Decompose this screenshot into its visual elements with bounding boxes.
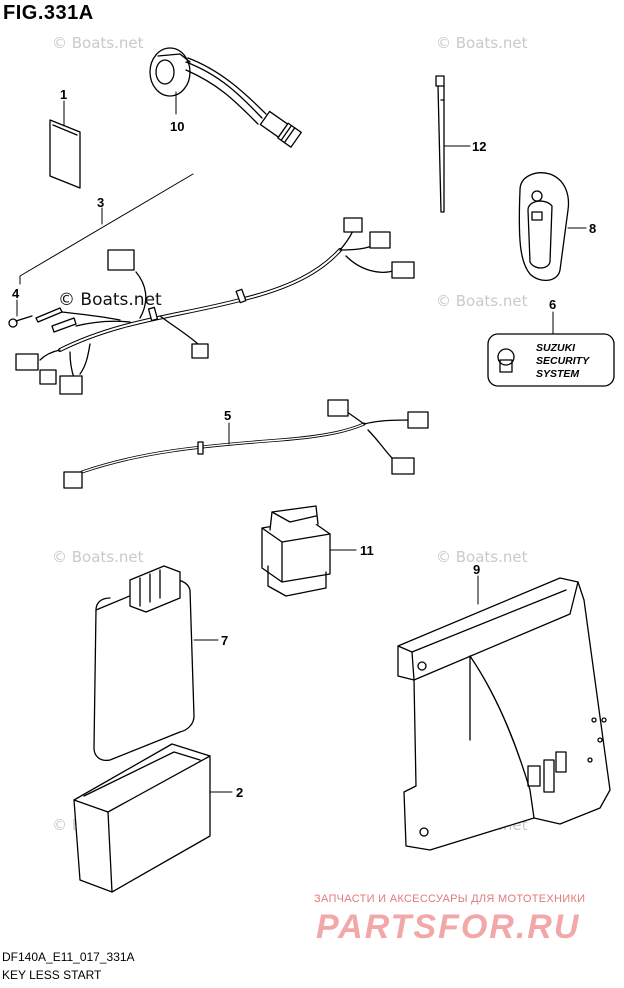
callout-9: 9 [473, 562, 480, 577]
security-badge-line3: SYSTEM [536, 368, 579, 380]
brand-tagline: ЗАПЧАСТИ И АКСЕССУАРЫ ДЛЯ МОТОТЕХНИКИ [314, 893, 586, 905]
callout-3: 3 [97, 195, 104, 210]
security-badge-line1: SUZUKI [536, 342, 576, 354]
security-badge-line2: SECURITY [536, 355, 590, 367]
diagram-name: KEY LESS START [2, 968, 102, 982]
diagram-code: DF140A_E11_017_331A [2, 950, 135, 964]
watermark: © Boats.net [436, 292, 528, 310]
callout-7: 7 [221, 633, 228, 648]
callout-6: 6 [549, 297, 556, 312]
watermark: © Boats.net [52, 548, 144, 566]
part-7-control-module[interactable] [93, 565, 195, 762]
callout-5: 5 [224, 408, 231, 423]
watermark-dark: © Boats.net [58, 290, 162, 310]
part-5-sub-harness[interactable] [63, 399, 429, 489]
callout-4: 4 [12, 286, 20, 301]
part-4-screw[interactable] [8, 315, 33, 328]
part-6-security-decal[interactable]: SUZUKI SECURITY SYSTEM [487, 333, 615, 387]
watermark: © Boats.net [52, 34, 144, 52]
figure-title: FIG.331A [3, 2, 94, 24]
callout-8: 8 [589, 221, 596, 236]
part-12-cable-tie[interactable] [435, 75, 445, 213]
watermark: © Boats.net [436, 548, 528, 566]
part-10-sensor[interactable] [149, 47, 302, 148]
brand-logo: PARTSFOR.RU [316, 908, 581, 946]
callout-12: 12 [472, 139, 486, 154]
part-1-plate[interactable] [49, 119, 81, 189]
part-3-main-harness[interactable] [15, 217, 415, 395]
callout-1: 1 [60, 87, 67, 102]
watermark: © Boats.net [436, 34, 528, 52]
part-9-bracket[interactable] [397, 577, 611, 851]
part-11-relay[interactable] [261, 505, 331, 597]
callout-2: 2 [236, 785, 243, 800]
part-8-key-fob[interactable] [518, 172, 570, 281]
callout-11: 11 [360, 543, 374, 558]
callout-10: 10 [170, 119, 184, 134]
part-2-case[interactable] [73, 743, 211, 893]
